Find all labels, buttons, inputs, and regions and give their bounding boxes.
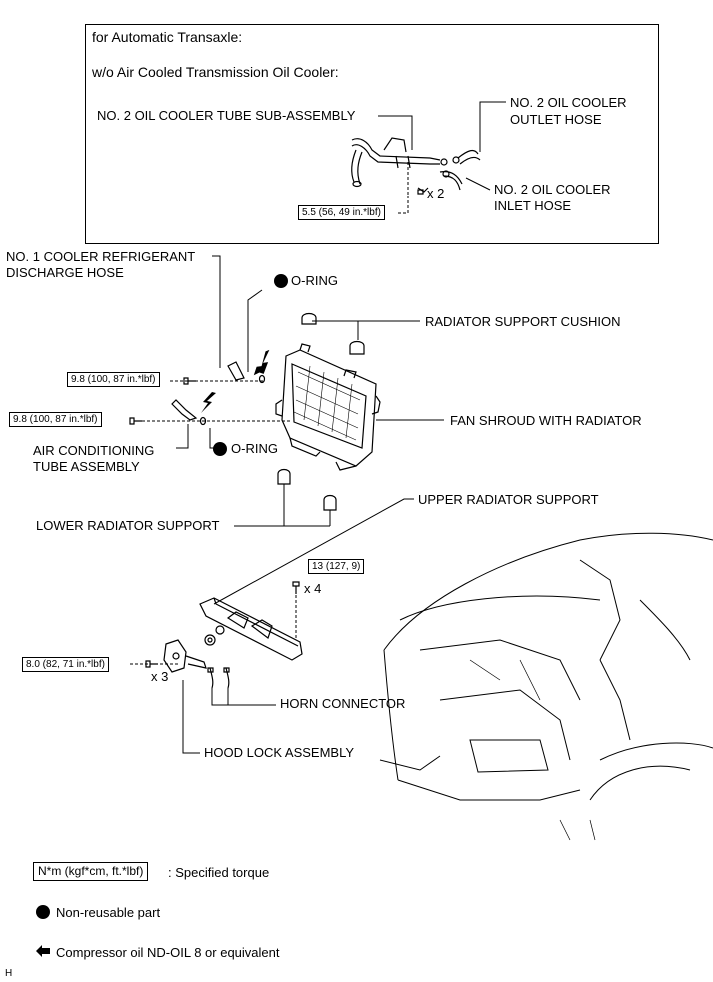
label-hood-lock-assembly: HOOD LOCK ASSEMBLY (204, 745, 355, 760)
lower-support-right (323, 494, 337, 511)
discharge-hose-end (227, 361, 245, 381)
torque-inset-bolt: 5.5 (56, 49 in.*lbf) (298, 205, 385, 220)
label-qty-x4: x 4 (304, 581, 322, 596)
label-o-ring-bottom: O-RING (231, 441, 278, 456)
label-lower-radiator-support: LOWER RADIATOR SUPPORT (36, 518, 220, 533)
label-ac-tube-line2: TUBE ASSEMBLY (33, 459, 140, 474)
label-outlet-hose-line2: OUTLET HOSE (510, 112, 602, 127)
label-ac-tube-line1: AIR CONDITIONING (33, 443, 155, 458)
label-discharge-hose-line2: DISCHARGE HOSE (6, 265, 124, 280)
leader-inlet-hose (465, 177, 491, 191)
label-outlet-hose-line1: NO. 2 OIL COOLER (510, 95, 627, 110)
leader-discharge-hose (212, 255, 221, 368)
non-reusable-icon-bottom (213, 442, 227, 456)
inset-bolt-line (398, 162, 409, 214)
torque-upper-support-bolt: 13 (127, 9) (308, 559, 365, 574)
label-radiator-support-cushion: RADIATOR SUPPORT CUSHION (425, 314, 621, 329)
leader-outlet-hose (479, 101, 506, 152)
bolt-icons (129, 189, 424, 668)
legend-compressor-oil-icon (36, 945, 50, 957)
hood-lock-drawing (163, 639, 207, 673)
leader-radiator-cushion (312, 320, 420, 340)
label-inlet-hose-line1: NO. 2 OIL COOLER (494, 182, 611, 197)
compressor-oil-arrow-bottom (201, 392, 216, 413)
leader-ac-tube (176, 424, 189, 449)
inset-title: for Automatic Transaxle: (92, 29, 243, 45)
leader-horn-connector (211, 688, 276, 706)
torque-ac-tube-bolt: 9.8 (100, 87 in.*lbf) (9, 412, 102, 427)
o-ring-top-drawing (258, 374, 266, 384)
ac-tube-end (171, 399, 198, 421)
upper-radiator-support-drawing (199, 597, 303, 661)
leader-o-ring-top (247, 289, 263, 372)
leader-hood-lock (182, 680, 200, 754)
label-upper-radiator-support: UPPER RADIATOR SUPPORT (418, 492, 599, 507)
label-oil-cooler-tube: NO. 2 OIL COOLER TUBE SUB-ASSEMBLY (97, 108, 356, 123)
label-inset-qty: x 2 (427, 186, 445, 201)
label-discharge-hose-line1: NO. 1 COOLER REFRIGERANT (6, 249, 196, 264)
label-qty-x3: x 3 (151, 669, 169, 684)
leader-upper-support (213, 498, 414, 605)
inset-frame (85, 24, 659, 244)
radiator-cushion-upper (301, 312, 317, 325)
legend-non-reusable: Non-reusable part (56, 905, 161, 920)
legend-torque-box: N*m (kgf*cm, ft.*lbf) (33, 862, 149, 881)
torque-discharge-bolt: 9.8 (100, 87 in.*lbf) (67, 372, 160, 387)
inset-subtitle: w/o Air Cooled Transmission Oil Cooler: (92, 64, 339, 80)
torque-hood-lock-bolt: 8.0 (82, 71 in.*lbf) (22, 657, 109, 672)
compressor-oil-arrow-top (253, 349, 270, 376)
oil-cooler-tube-drawing (351, 137, 481, 193)
non-reusable-icon-top (274, 274, 288, 288)
label-horn-connector: HORN CONNECTOR (280, 696, 406, 711)
lower-support-left (277, 468, 291, 485)
legend-non-reusable-icon (36, 905, 50, 919)
vehicle-front-outline (379, 532, 713, 841)
label-inlet-hose-line2: INLET HOSE (494, 198, 572, 213)
label-o-ring-top: O-RING (291, 273, 338, 288)
legend-compressor-oil: Compressor oil ND-OIL 8 or equivalent (56, 945, 280, 960)
corner-mark: H (5, 968, 13, 979)
leader-oil-cooler-tube (378, 115, 413, 150)
o-ring-bottom-drawing (199, 416, 207, 426)
fan-shroud-radiator-drawing (275, 343, 381, 471)
radiator-cushion-lower (349, 340, 365, 355)
legend-torque-text: : Specified torque (168, 865, 270, 880)
horn-connector-right (223, 667, 230, 689)
label-fan-shroud: FAN SHROUD WITH RADIATOR (450, 413, 642, 428)
leader-lower-support (234, 484, 331, 527)
horn-connector-left (207, 667, 214, 689)
